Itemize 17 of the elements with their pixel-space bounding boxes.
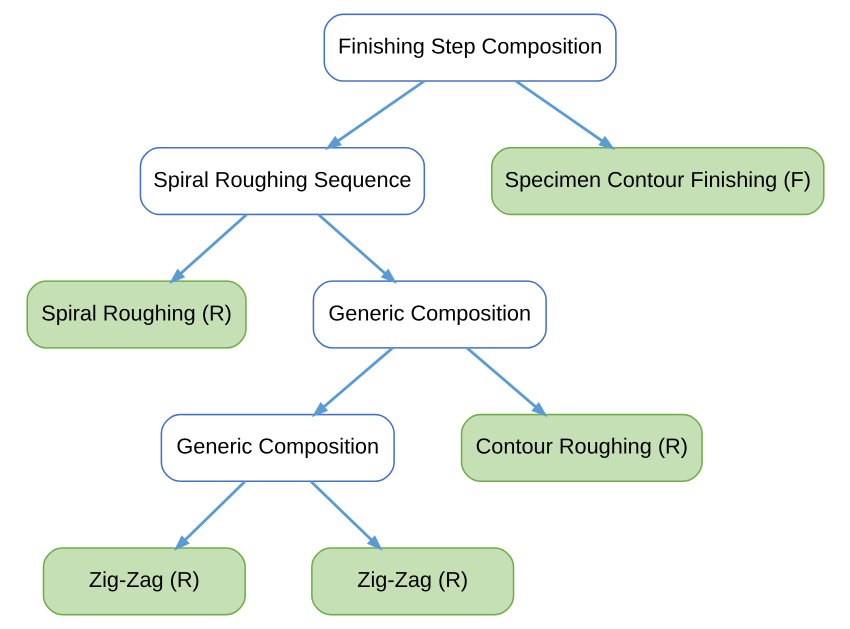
- node-box: Generic Composition: [312, 280, 546, 349]
- node-box: Zig-Zag (R): [42, 547, 246, 616]
- node-box: Zig-Zag (R): [310, 547, 514, 616]
- node-box: Generic Composition: [160, 414, 394, 482]
- arrow: [514, 80, 615, 150]
- node-box: Specimen Contour Finishing (F): [490, 146, 824, 216]
- node-box: Contour Roughing (R): [460, 414, 702, 482]
- arrow: [466, 346, 548, 418]
- node-box: Spiral Roughing Sequence: [139, 146, 425, 216]
- node-box: Finishing Step Composition: [323, 14, 616, 82]
- arrow: [168, 214, 247, 284]
- arrow: [173, 480, 246, 551]
- arrow: [311, 346, 393, 418]
- arrow: [317, 214, 396, 284]
- arrow: [310, 480, 382, 551]
- node-box: Spiral Roughing (R): [26, 280, 246, 349]
- arrow: [324, 80, 424, 150]
